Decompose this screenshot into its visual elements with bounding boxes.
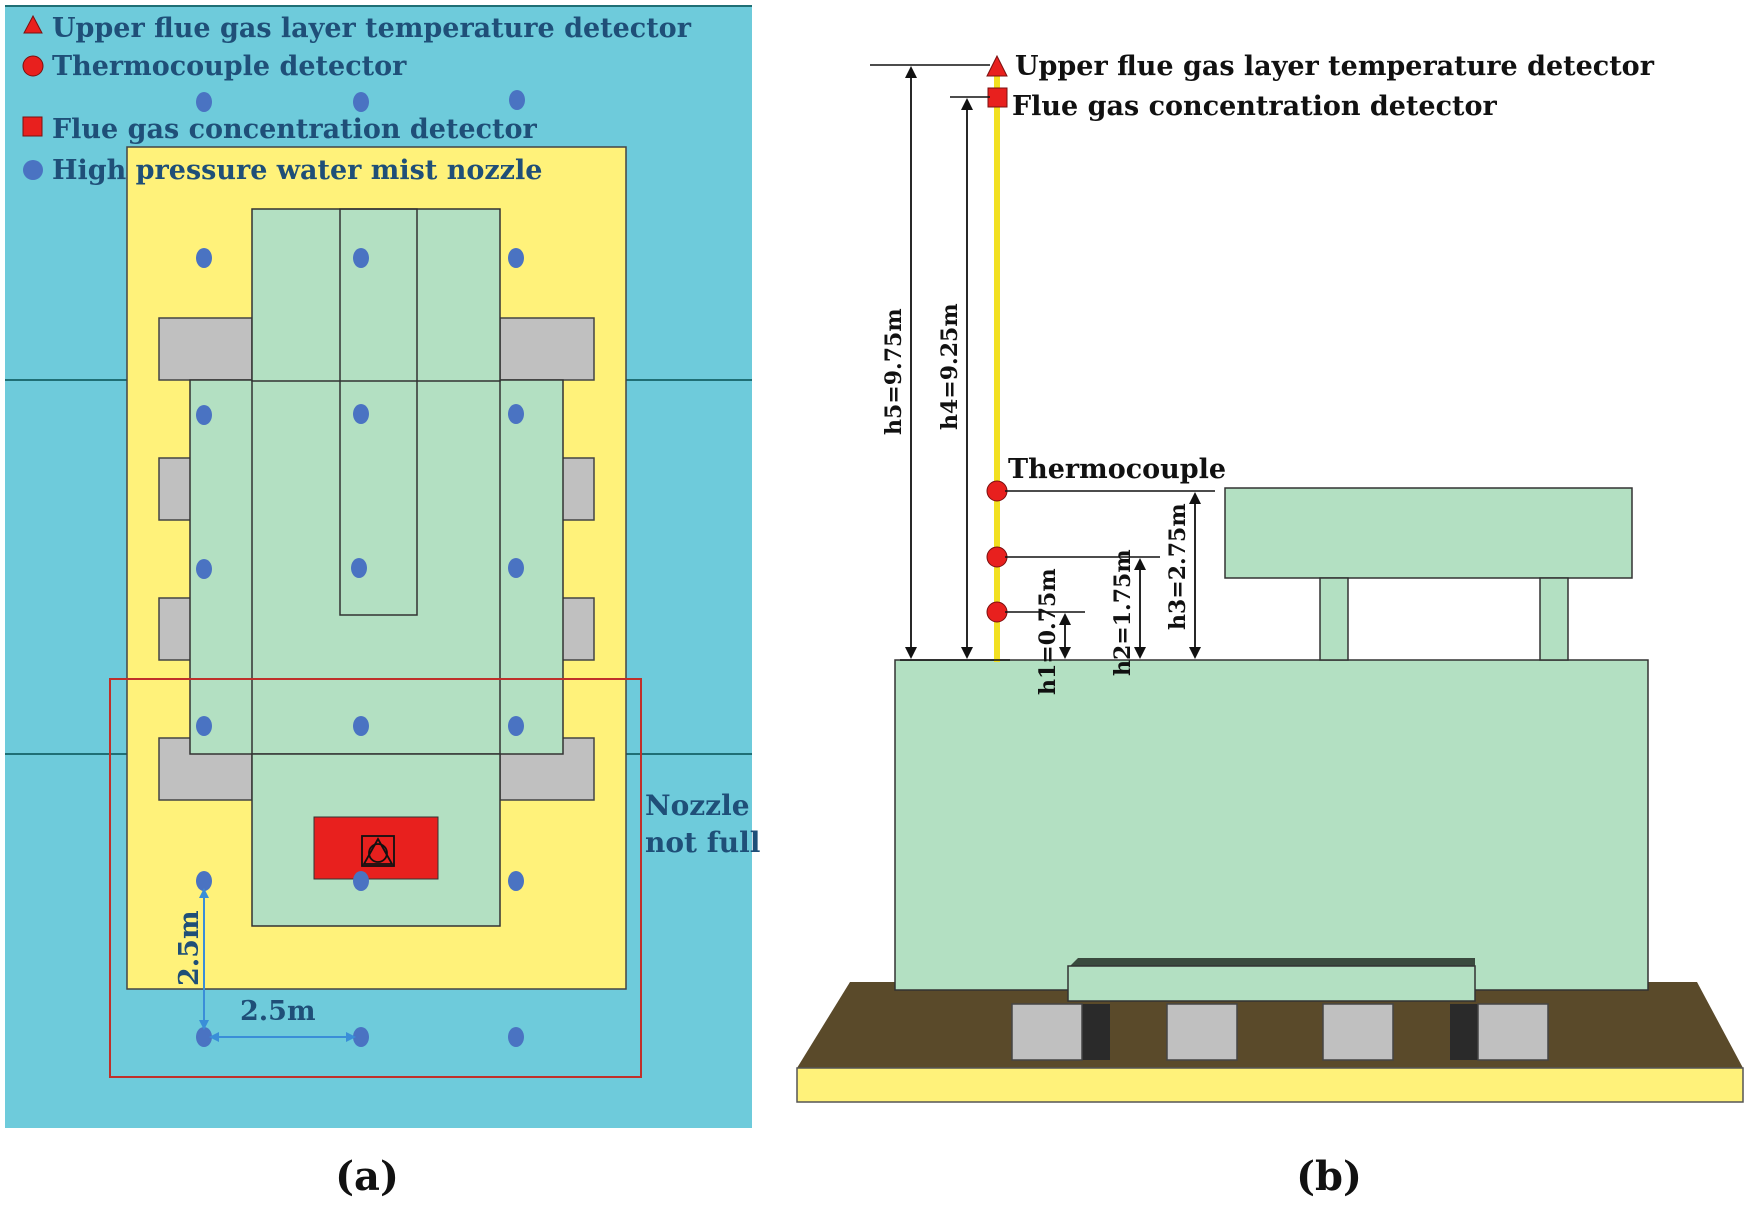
- support-block: [1166, 1003, 1238, 1061]
- triangle-label: Upper flue gas layer temperature detecto…: [1015, 51, 1655, 82]
- triangle-icon: [986, 54, 1008, 77]
- green-body-top: [251, 208, 501, 382]
- panel-b: Upper flue gas layer temperature detecto…: [796, 51, 1744, 1200]
- gray-block: [561, 597, 595, 661]
- nozzle: [196, 248, 212, 268]
- nozzle: [353, 404, 369, 424]
- support-blocks: [1011, 1003, 1549, 1061]
- upper-box: [1224, 487, 1633, 579]
- nozzle: [196, 405, 212, 425]
- dimension-vertical: [199, 888, 209, 1030]
- nozzle: [508, 871, 524, 891]
- dimension-vertical-label: 2.5m: [174, 910, 205, 986]
- nozzle: [196, 716, 212, 736]
- gray-block: [158, 317, 253, 381]
- legend-nozzle-label: High pressure water mist nozzle: [52, 155, 542, 186]
- support-block: [1011, 1003, 1083, 1061]
- h4-label: h4=9.25m: [937, 303, 963, 430]
- legend-circle-label: Thermocouple detector: [52, 51, 407, 82]
- green-body-middle: [189, 379, 564, 755]
- thermocouple-circle: [986, 546, 1008, 568]
- h1-label: h1=0.75m: [1035, 568, 1061, 695]
- gray-block: [158, 597, 193, 661]
- legend-square-label: Flue gas concentration detector: [52, 114, 538, 145]
- green-strip: [339, 208, 418, 616]
- legend-triangle-label: Upper flue gas layer temperature detecto…: [52, 13, 692, 44]
- thermocouple-circle: [986, 480, 1008, 502]
- thermocouple-label: Thermocouple: [1008, 454, 1226, 485]
- nozzle-not-full-frame: [109, 678, 642, 1078]
- upper-box-leg: [1319, 577, 1349, 661]
- dimension-horizontal: [209, 1032, 356, 1042]
- support-block: [1322, 1003, 1394, 1061]
- nozzle: [353, 716, 369, 736]
- gray-block: [561, 457, 595, 521]
- panel-a: 2.5m 2.5m Nozzle not full Upper flue gas…: [5, 5, 760, 1200]
- nozzle: [196, 559, 212, 579]
- gray-block: [499, 317, 595, 381]
- nozzle-note-line-1: Nozzle: [645, 789, 750, 822]
- nozzle: [353, 1027, 369, 1047]
- reference-lines: [870, 64, 1215, 661]
- nozzle: [353, 871, 369, 891]
- circle-icon: [22, 55, 44, 77]
- support-block: [1477, 1003, 1549, 1061]
- nozzle-note-line-2: not full: [645, 826, 760, 859]
- nozzle: [508, 248, 524, 268]
- nozzle: [508, 404, 524, 424]
- lower-bar: [1067, 965, 1476, 1002]
- caption-b: (b): [1296, 1153, 1362, 1200]
- h3-label: h3=2.75m: [1165, 503, 1191, 630]
- nozzle: [196, 92, 212, 112]
- thermocouple-circle: [986, 601, 1008, 623]
- ground-base: [796, 1067, 1744, 1103]
- upper-box-leg: [1539, 577, 1569, 661]
- h5-label: h5=9.75m: [881, 308, 907, 435]
- legend: Upper flue gas layer temperature detecto…: [22, 13, 692, 186]
- nozzle: [508, 1027, 524, 1047]
- nozzle: [508, 558, 524, 578]
- square-icon: [22, 116, 43, 137]
- gray-block: [158, 457, 193, 521]
- triangle-icon: [23, 14, 43, 34]
- dimension-arrows: [905, 66, 1201, 659]
- nozzle: [351, 558, 367, 578]
- h2-label: h2=1.75m: [1110, 549, 1136, 676]
- fire-source: [313, 816, 439, 880]
- square-icon: [987, 87, 1008, 108]
- nozzle: [508, 716, 524, 736]
- caption-a: (a): [335, 1153, 399, 1200]
- nozzle: [509, 90, 525, 110]
- nozzle: [196, 871, 212, 891]
- nozzle: [353, 92, 369, 112]
- square-label: Flue gas concentration detector: [1012, 91, 1498, 122]
- nozzle: [196, 1027, 212, 1047]
- vehicle-body: [894, 659, 1649, 991]
- detector-stack-icon: [361, 835, 395, 867]
- dimension-horizontal-label: 2.5m: [240, 996, 316, 1027]
- nozzle-grid: [196, 90, 525, 1047]
- nozzle: [353, 248, 369, 268]
- nozzle-icon: [23, 160, 43, 180]
